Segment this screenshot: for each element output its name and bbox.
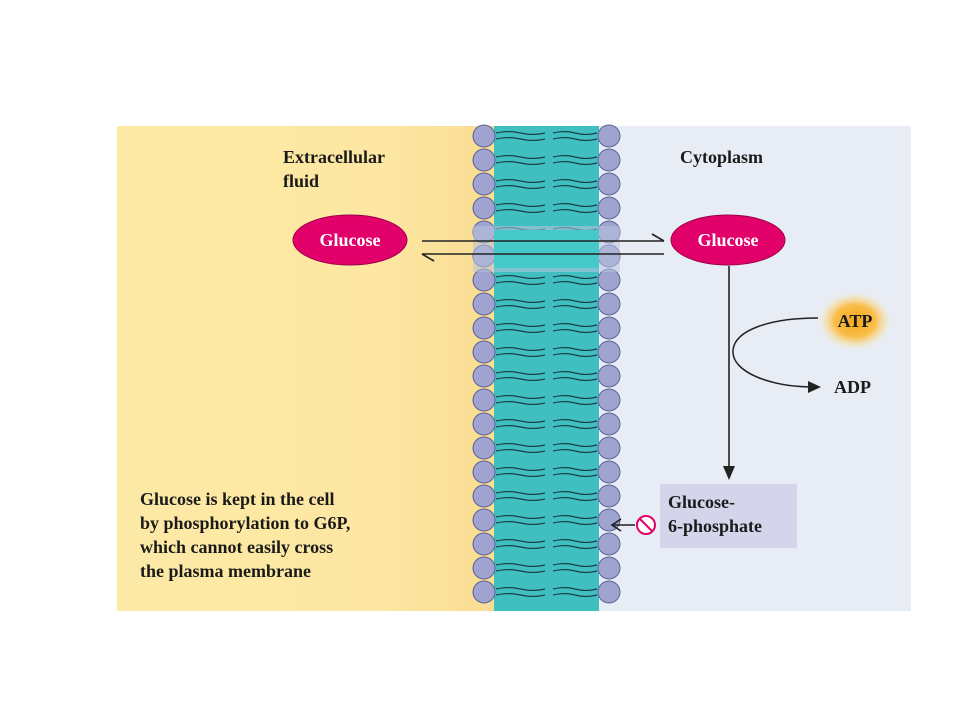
caption: Glucose is kept in the cell by phosphory… <box>140 489 355 581</box>
lipid-tail <box>495 154 546 166</box>
svg-text:ATP: ATP <box>838 311 873 331</box>
lipid-tail <box>495 202 546 214</box>
lipid-tail <box>495 346 546 358</box>
lipid-tail <box>552 298 598 310</box>
lipid-head <box>472 364 496 388</box>
lipid-head <box>472 508 496 532</box>
lipid-tail <box>552 514 598 526</box>
lipid-head <box>597 172 621 196</box>
lipid-tail <box>552 154 598 166</box>
lipid-tail <box>552 274 598 286</box>
lipid-head <box>472 196 496 220</box>
lipid-tail <box>495 562 546 574</box>
lipid-tail <box>552 394 598 406</box>
lipid-head <box>597 196 621 220</box>
lipid-head <box>597 292 621 316</box>
lipid-tail <box>495 394 546 406</box>
lipid-tail <box>552 346 598 358</box>
lipid-tail <box>552 466 598 478</box>
extracellular-label: Extracellular fluid <box>283 147 389 191</box>
lipid-tail <box>495 490 546 502</box>
lipid-head <box>597 484 621 508</box>
lipid-head <box>472 532 496 556</box>
lipid-tail <box>552 130 598 142</box>
lipid-head <box>472 268 496 292</box>
adp: ADP <box>834 377 871 397</box>
lipid-head <box>597 388 621 412</box>
lipid-tail <box>552 370 598 382</box>
lipid-tail <box>495 178 546 190</box>
lipid-head <box>597 532 621 556</box>
arrowhead-adp <box>808 381 821 393</box>
extracellular-region <box>117 126 495 611</box>
lipid-head <box>597 316 621 340</box>
lipid-tail <box>495 538 546 550</box>
atp: ATP <box>818 292 892 350</box>
lipid-head <box>597 580 621 604</box>
lipid-tail <box>552 202 598 214</box>
blocked-efflux <box>610 515 656 535</box>
lipid-head <box>472 292 496 316</box>
lipid-head <box>597 340 621 364</box>
lipid-head <box>597 364 621 388</box>
lipid-head <box>472 556 496 580</box>
lipid-tail <box>495 514 546 526</box>
lipid-tail <box>495 322 546 334</box>
lipid-head <box>472 340 496 364</box>
lipid-tail <box>495 130 546 142</box>
glucose-inside: Glucose <box>670 214 786 266</box>
lipid-head <box>597 148 621 172</box>
svg-text:Glucose: Glucose <box>698 230 759 250</box>
lipid-head <box>472 460 496 484</box>
membrane-core <box>494 126 599 611</box>
lipid-head <box>597 556 621 580</box>
svg-text:Glucose- 6-phosphate: Glucose- 6-phosphate <box>668 492 762 536</box>
lipid-head <box>597 412 621 436</box>
atp-adp-curve <box>732 317 819 388</box>
lipid-head <box>472 388 496 412</box>
lipid-head <box>472 484 496 508</box>
equilibrium-arrows <box>421 233 665 262</box>
lipid-head <box>597 124 621 148</box>
lipid-tail <box>495 274 546 286</box>
lipid-tail <box>495 586 546 598</box>
lipid-tail <box>552 442 598 454</box>
lipid-tail <box>552 490 598 502</box>
plasma-membrane <box>472 124 621 611</box>
lipid-head <box>472 124 496 148</box>
lipid-tail <box>552 586 598 598</box>
glucose-6-phosphate: Glucose- 6-phosphate <box>660 484 797 548</box>
lipid-tail <box>552 322 598 334</box>
lipid-head <box>472 436 496 460</box>
lipid-tail <box>495 442 546 454</box>
lipid-tail <box>552 538 598 550</box>
lipid-tail <box>552 562 598 574</box>
no-entry-icon <box>636 515 656 535</box>
cytoplasm-label: Cytoplasm <box>680 147 763 167</box>
lipid-tail <box>495 466 546 478</box>
lipid-head <box>597 268 621 292</box>
lipid-head <box>472 580 496 604</box>
lipid-head <box>472 172 496 196</box>
lipid-head <box>597 436 621 460</box>
lipid-tail <box>552 178 598 190</box>
lipid-head <box>597 460 621 484</box>
transporter-channel <box>494 230 599 268</box>
lipid-head <box>472 148 496 172</box>
glucose-outside: Glucose <box>292 214 408 266</box>
lipid-head <box>472 316 496 340</box>
lipid-tail <box>495 370 546 382</box>
arrowhead-down <box>723 466 735 480</box>
lipid-tail <box>495 298 546 310</box>
lipid-head <box>472 412 496 436</box>
lipid-tail <box>552 418 598 430</box>
lipid-tail <box>495 418 546 430</box>
svg-text:Glucose: Glucose <box>320 230 381 250</box>
